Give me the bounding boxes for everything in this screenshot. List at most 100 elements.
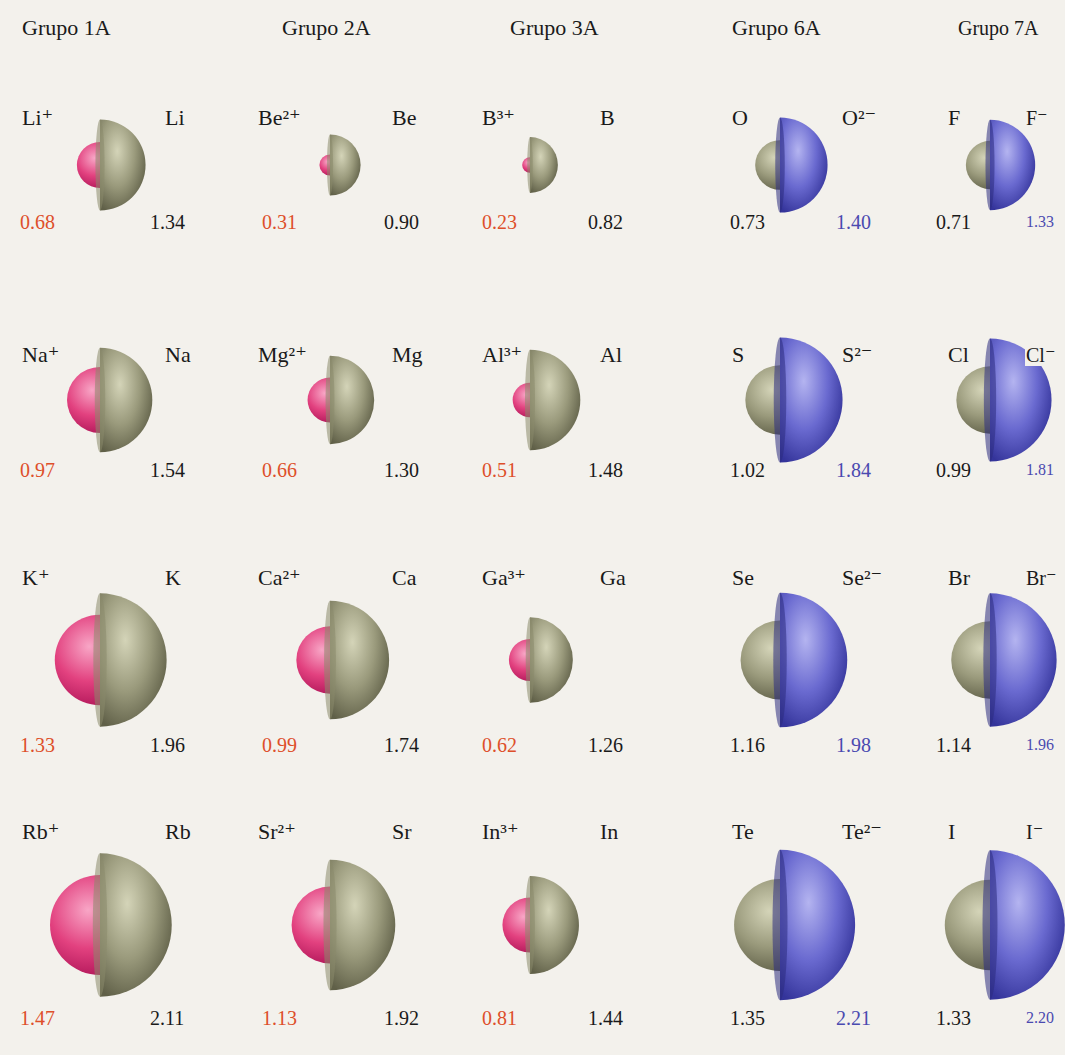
element-symbol: O <box>732 106 748 130</box>
sphere-pair <box>755 117 827 212</box>
radius-value: 1.92 <box>384 1007 419 1029</box>
hemisphere <box>530 617 573 703</box>
hemisphere-face <box>773 593 786 728</box>
radius-value: 0.68 <box>20 211 55 233</box>
sphere-pair <box>945 850 1065 1000</box>
radius-value: 0.81 <box>482 1007 517 1029</box>
element-symbol: Cl⁻ <box>1025 344 1056 366</box>
radius-value: 0.99 <box>262 734 297 756</box>
radius-value: 1.54 <box>150 459 185 481</box>
hemisphere-face <box>327 134 333 195</box>
radius-value: 1.35 <box>730 1007 765 1029</box>
element-symbol: B³⁺ <box>482 106 515 130</box>
radius-value: 1.33 <box>1025 213 1055 231</box>
element-symbol: B <box>600 106 615 130</box>
hemisphere <box>780 850 855 1000</box>
element-symbol: Rb <box>165 820 191 844</box>
hemisphere-face <box>93 853 107 996</box>
element-symbol: Na <box>165 343 191 367</box>
element-symbol: Se <box>732 566 754 590</box>
sphere-pair <box>77 119 146 210</box>
hemisphere <box>330 601 389 719</box>
hemisphere <box>990 593 1057 726</box>
hemisphere-face <box>526 617 535 703</box>
element-symbol: Rb⁺ <box>22 820 59 844</box>
element-symbol: Sr <box>392 820 412 844</box>
radius-value: 0.62 <box>482 734 517 756</box>
sphere-pair <box>513 350 581 451</box>
radius-value: 1.84 <box>836 459 871 481</box>
radius-value: 1.34 <box>150 211 185 233</box>
element-symbol: Ga³⁺ <box>482 566 526 590</box>
sphere-pair <box>734 850 855 1000</box>
sphere-pair <box>292 860 396 991</box>
radius-value: 1.02 <box>730 459 765 481</box>
radius-value: 0.90 <box>384 211 419 233</box>
element-symbol: F⁻ <box>1025 107 1049 129</box>
hemisphere-face <box>95 348 105 453</box>
element-symbol: Li⁺ <box>22 106 53 130</box>
group-heading: Grupo 3A <box>510 16 599 40</box>
hemisphere-face <box>527 137 533 193</box>
element-symbol: K⁺ <box>22 566 50 590</box>
element-symbol: O²⁻ <box>842 106 876 130</box>
hemisphere <box>530 137 558 193</box>
sphere-pair <box>319 134 360 195</box>
hemisphere-face <box>983 593 996 726</box>
hemisphere-face <box>326 356 335 444</box>
radius-value: 0.31 <box>262 211 297 233</box>
element-symbol: Sr²⁺ <box>258 820 296 844</box>
radius-value: 1.33 <box>936 1007 971 1029</box>
sphere-pair <box>50 853 172 996</box>
element-symbol: In³⁺ <box>482 820 519 844</box>
hemisphere <box>100 348 152 453</box>
sphere-pair <box>296 601 389 719</box>
hemisphere <box>780 117 828 212</box>
hemisphere-face <box>983 850 998 1000</box>
radius-value: 1.33 <box>20 734 55 756</box>
radius-value: 0.82 <box>588 211 623 233</box>
radius-value: 1.98 <box>836 734 871 756</box>
element-symbol: Na⁺ <box>22 343 59 367</box>
radius-value: 2.11 <box>150 1007 184 1029</box>
sphere-pair <box>741 593 848 728</box>
hemisphere-face <box>525 350 535 451</box>
element-symbol: K <box>165 566 181 590</box>
element-symbol: Ca²⁺ <box>258 566 301 590</box>
hemisphere <box>990 120 1035 210</box>
radius-value: 0.51 <box>482 459 517 481</box>
radius-value: 0.73 <box>730 211 765 233</box>
radius-value: 0.97 <box>20 459 55 481</box>
radius-value: 0.71 <box>936 211 971 233</box>
sphere-pair <box>522 137 558 193</box>
hemisphere-face <box>984 338 996 461</box>
element-symbol: Be²⁺ <box>258 106 301 130</box>
element-symbol: F <box>948 106 960 130</box>
element-symbol: Te²⁻ <box>842 820 882 844</box>
radius-value: 0.66 <box>262 459 297 481</box>
group-heading: Grupo 7A <box>958 17 1039 39</box>
element-symbol: Al³⁺ <box>482 343 522 367</box>
element-symbol: In <box>600 820 618 844</box>
radius-value: 1.47 <box>20 1007 55 1029</box>
element-symbol: Li <box>165 106 185 130</box>
radius-value: 1.74 <box>384 734 419 756</box>
sphere-pair <box>67 348 152 453</box>
sphere-pair <box>745 337 842 462</box>
hemisphere <box>330 134 361 195</box>
radius-value: 1.26 <box>588 734 623 756</box>
element-symbol: Mg²⁺ <box>258 343 307 367</box>
element-symbol: I <box>948 820 955 844</box>
element-symbol: Br⁻ <box>1025 567 1058 589</box>
element-symbol: Mg <box>392 343 423 367</box>
radius-value: 2.21 <box>836 1007 871 1029</box>
element-symbol: Cl <box>948 343 969 367</box>
sphere-pair <box>502 876 579 974</box>
hemisphere-face <box>95 119 104 210</box>
radius-value: 1.44 <box>588 1007 623 1029</box>
sphere-pair <box>509 617 573 703</box>
group-heading: Grupo 2A <box>282 16 371 40</box>
radius-value: 1.96 <box>1025 736 1055 754</box>
